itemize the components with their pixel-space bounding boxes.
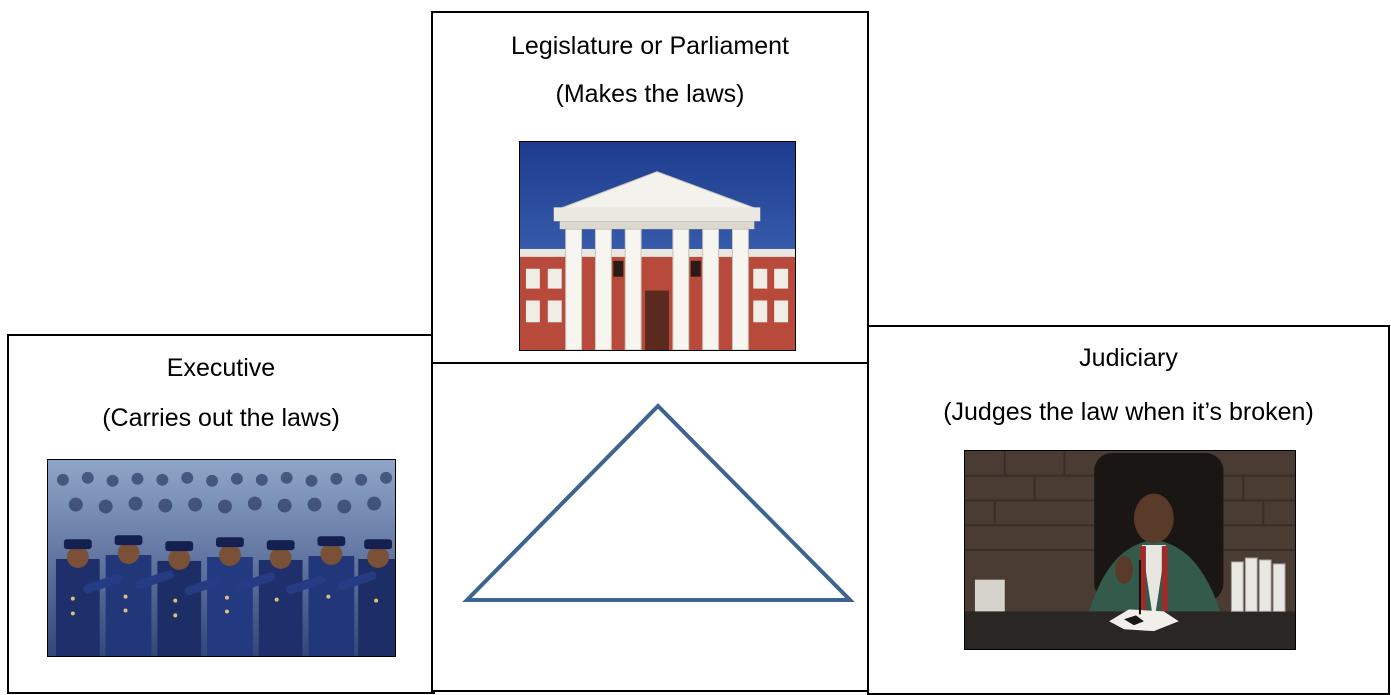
police-officers-saluting-photo bbox=[47, 459, 396, 657]
center-triangle-box bbox=[431, 362, 869, 692]
legislature-title: Legislature or Parliament bbox=[511, 32, 789, 60]
triangle-shape bbox=[462, 403, 855, 602]
executive-role: (Carries out the laws) bbox=[102, 404, 340, 432]
legislature-role: (Makes the laws) bbox=[555, 80, 745, 108]
judge-in-court-photo bbox=[964, 450, 1296, 650]
parliament-building-photo bbox=[519, 141, 796, 351]
executive-box: Executive (Carries out the laws) bbox=[7, 334, 435, 694]
legislature-box: Legislature or Parliament (Makes the law… bbox=[431, 11, 869, 364]
judiciary-role: (Judges the law when it’s broken) bbox=[943, 398, 1314, 426]
judiciary-title: Judiciary bbox=[1079, 344, 1178, 372]
executive-title: Executive bbox=[166, 354, 276, 382]
judiciary-box: Judiciary (Judges the law when it’s brok… bbox=[867, 325, 1390, 695]
